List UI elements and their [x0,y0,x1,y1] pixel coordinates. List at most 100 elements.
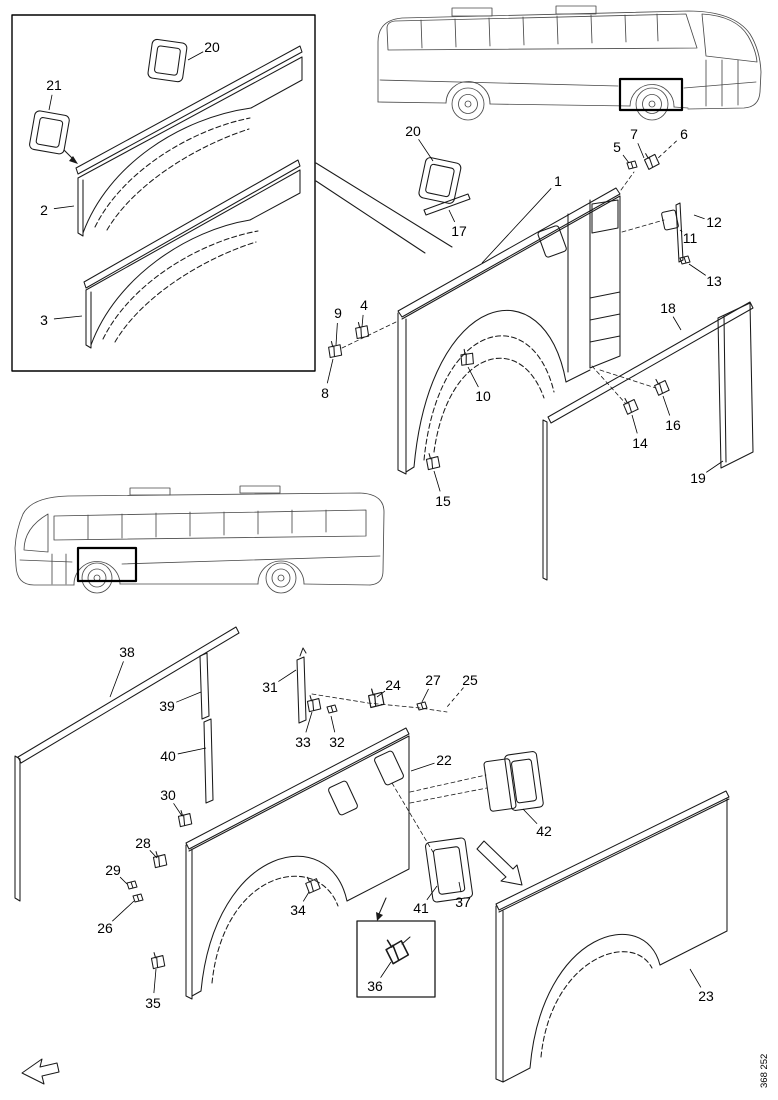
callout-number-40: 40 [160,748,176,764]
callout-leader-14 [631,414,638,434]
callout-leader-30 [173,803,183,817]
bus-windshield [701,13,758,63]
callout-29: 29 [105,862,128,885]
part-26-screw [132,893,144,903]
part-1-side-panel [397,187,621,475]
callout-6: 6 [655,126,688,161]
callout-leader-27 [421,688,429,703]
part-2-side-panel [75,45,303,237]
inset-border [11,14,316,372]
callout-number-22: 22 [436,752,452,768]
part-38-trim-strip [14,626,240,902]
callout-number-8: 8 [321,385,329,401]
part-19-corner-panel [717,302,754,469]
assembly-arrow-large [476,840,523,886]
callout-1: 1 [481,173,562,264]
callout-7: 7 [630,126,645,159]
inset-detail-box [11,14,316,372]
part-22-side-panel [185,727,410,1000]
callout-leader-5 [622,154,630,164]
callout-11: 11 [679,229,697,246]
callout-15: 15 [433,470,451,509]
callout-leader-15 [433,470,441,492]
callout-leader-13 [688,263,706,276]
callout-37: 37 [455,881,471,910]
part-41-frame [425,837,473,903]
callout-number-37: 37 [455,894,471,910]
part-10-clip [458,348,477,369]
part-36-inset-box [356,920,436,998]
callout-26: 26 [97,900,135,936]
callout-4: 4 [360,297,368,328]
part-20-cover-plate [147,38,188,83]
part-13-screw [679,255,691,265]
part-24-clip [366,688,386,710]
view-direction-arrow-icon [21,1058,60,1085]
callout-leader-35 [153,968,157,994]
callout-leader-17 [448,209,456,223]
callout-leader-23 [689,968,702,988]
assembly-arrow-small [376,897,387,921]
part-32-screw [326,704,338,714]
callout-number-20: 20 [204,39,220,55]
part-40-strip [203,718,214,804]
callout-leader-24 [376,690,386,698]
assembly-arrow-small [63,149,78,164]
panel-hatch-hole [328,780,358,816]
callout-28: 28 [135,835,158,859]
callout-number-1: 1 [554,173,562,189]
callout-23: 23 [689,968,714,1004]
callout-leader-31 [278,669,297,682]
bus-windshield [23,513,49,553]
callout-27: 27 [421,672,441,703]
callout-number-25: 25 [462,672,478,688]
part-42-hatch-covers [483,751,544,812]
callout-number-7: 7 [630,126,638,142]
callout-25: 25 [446,672,478,708]
callout-42: 42 [522,808,552,839]
part-34-clip [304,875,321,894]
part-20-cover-plate-main [418,157,462,204]
callout-number-17: 17 [451,223,467,239]
callout-leader-26 [112,900,135,922]
callout-number-6: 6 [680,126,688,142]
callout-number-36: 36 [367,978,383,994]
callout-number-27: 27 [425,672,441,688]
callout-number-10: 10 [475,388,491,404]
callout-leader-18 [672,316,682,331]
callout-leader-19 [706,460,724,473]
callout-leader-20 [418,139,434,162]
callout-14: 14 [631,414,648,451]
callout-leader-33 [305,711,313,733]
callout-leader-28 [149,850,158,859]
callout-41: 41 [413,885,438,916]
callout-20: 20 [405,123,434,162]
callout-17: 17 [448,209,467,239]
callout-leader-22 [410,762,435,772]
callout-number-31: 31 [262,679,278,695]
callout-33: 33 [295,711,313,750]
part-3-side-panel [83,159,301,349]
callout-10: 10 [467,366,491,404]
bus-location-thumbnail-left [14,485,385,594]
callout-leader-11 [679,229,683,233]
bus-location-thumbnail-top [377,5,762,121]
panel-hatch-hole [374,750,404,786]
part-39-strip [199,652,210,720]
callout-number-12: 12 [706,214,722,230]
callout-38: 38 [109,644,135,698]
callout-number-20: 20 [405,123,421,139]
callout-2: 2 [40,202,75,218]
callout-number-39: 39 [159,698,175,714]
callout-number-18: 18 [660,300,676,316]
callout-leader-21 [48,94,53,111]
part-23-side-panel [495,790,730,1083]
callout-32: 32 [329,715,345,750]
callout-35: 35 [145,968,161,1011]
part-8-9-clip [326,340,344,360]
callout-13: 13 [688,263,722,289]
callout-40: 40 [160,747,207,764]
callout-number-4: 4 [360,297,368,313]
callout-number-33: 33 [295,734,311,750]
